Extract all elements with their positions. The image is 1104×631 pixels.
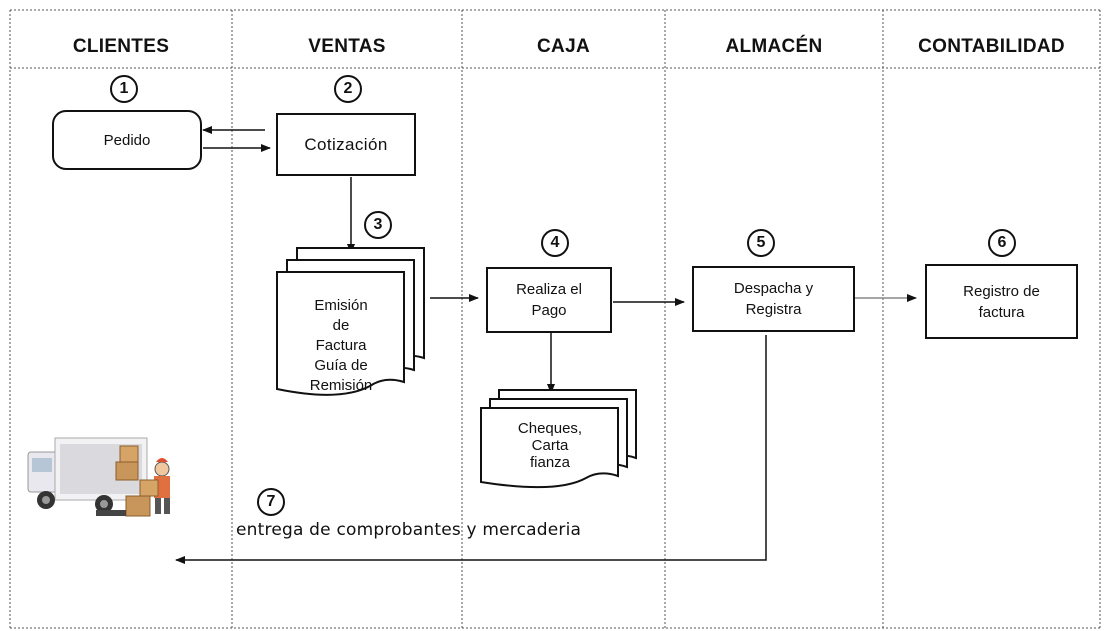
despacha-node: Despacha y Registra bbox=[692, 266, 855, 332]
cotizacion-label: Cotización bbox=[304, 134, 388, 154]
lane-header-clientes: CLIENTES bbox=[72, 36, 170, 57]
realiza-pago-node: Realiza el Pago bbox=[486, 267, 612, 333]
emision-label: Emisión de Factura Guía de Remisión bbox=[280, 296, 402, 396]
emision-line-4: Guía de bbox=[314, 357, 368, 374]
emision-line-2: de bbox=[332, 317, 350, 334]
step-number-4: 4 bbox=[541, 229, 569, 257]
lane-header-almacen: ALMACÉN bbox=[725, 36, 823, 57]
emision-line-3: Factura bbox=[315, 337, 367, 354]
cheques-line-3: fianza bbox=[529, 454, 571, 471]
lane-header-caja: CAJA bbox=[537, 36, 590, 57]
step-number-2: 2 bbox=[334, 75, 362, 103]
pedido-node: Pedido bbox=[52, 110, 202, 170]
pago-line-2: Pago bbox=[531, 302, 567, 319]
registro-line-2: factura bbox=[978, 303, 1025, 321]
lane-grid bbox=[9, 9, 1101, 629]
entrega-label: entrega de comprobantes y mercaderia bbox=[236, 520, 582, 540]
emision-line-5: Remisión bbox=[309, 377, 373, 394]
lane-header-contabilidad: CONTABILIDAD bbox=[918, 36, 1065, 57]
registro-factura-node: Registro de factura bbox=[925, 264, 1078, 339]
cheques-line-1: Cheques, bbox=[517, 420, 583, 437]
registro-line-1: Registro de bbox=[963, 282, 1040, 300]
cheques-document-stack bbox=[480, 389, 637, 489]
pedido-label: Pedido bbox=[103, 131, 151, 149]
despacha-line-2: Registra bbox=[745, 301, 802, 318]
pago-line-1: Realiza el bbox=[516, 281, 582, 298]
emision-line-1: Emisión bbox=[314, 297, 368, 314]
cotizacion-node: Cotización bbox=[276, 113, 416, 176]
lane-header-ventas: VENTAS bbox=[308, 36, 386, 57]
arrow-entrega-to-clientes bbox=[175, 335, 767, 564]
step-number-6: 6 bbox=[988, 229, 1016, 257]
cheques-label: Cheques, Carta fianza bbox=[482, 420, 618, 471]
step-number-1: 1 bbox=[110, 75, 138, 103]
step-number-7: 7 bbox=[257, 488, 285, 516]
emision-document-stack bbox=[276, 247, 425, 396]
step-number-5: 5 bbox=[747, 229, 775, 257]
cheques-line-2: Carta bbox=[531, 437, 569, 454]
step-number-3: 3 bbox=[364, 211, 392, 239]
delivery-truck-with-worker-icon bbox=[27, 437, 170, 517]
despacha-line-1: Despacha y bbox=[733, 280, 814, 297]
